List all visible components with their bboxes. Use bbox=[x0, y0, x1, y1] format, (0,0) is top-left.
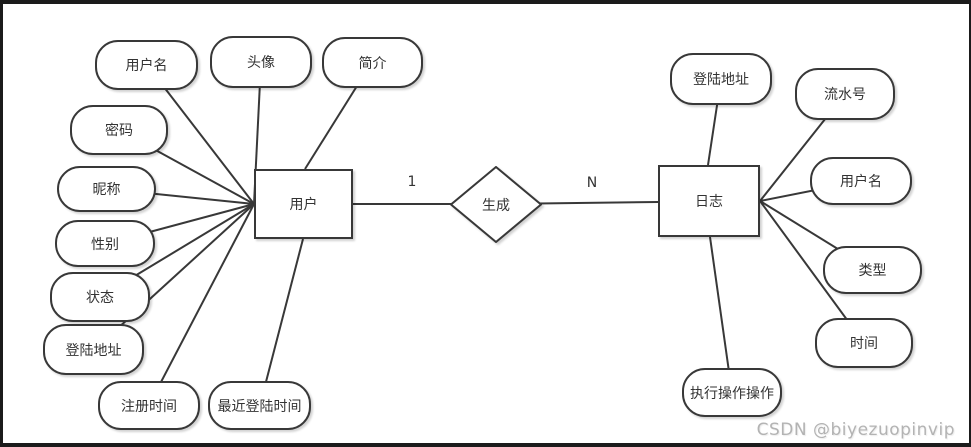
attr-user-intro: 简介 bbox=[322, 37, 423, 88]
attr-user-avatar-label: 头像 bbox=[247, 55, 275, 71]
attr-user-register-time: 注册时间 bbox=[98, 381, 200, 430]
entity-user-label: 用户 bbox=[289, 197, 318, 213]
attr-log-type-label: 类型 bbox=[858, 263, 887, 279]
attr-user-last-login-time: 最近登陆时间 bbox=[208, 381, 311, 430]
attr-log-username: 用户名 bbox=[810, 157, 912, 205]
attr-log-operation-label: 执行操作操作 bbox=[690, 385, 774, 402]
diamond-shape bbox=[450, 166, 542, 243]
attr-user-username-label: 用户名 bbox=[125, 58, 168, 74]
attr-user-status-label: 状态 bbox=[86, 290, 114, 306]
attr-log-login-address-label: 登陆地址 bbox=[693, 72, 749, 88]
attr-user-nickname-label: 昵称 bbox=[92, 182, 121, 198]
attr-user-intro-label: 简介 bbox=[358, 55, 387, 72]
edge-line bbox=[259, 238, 304, 406]
attr-log-serial-number-label: 流水号 bbox=[824, 87, 866, 103]
attr-user-login-address-label: 登陆地址 bbox=[65, 342, 122, 359]
attr-log-time: 时间 bbox=[815, 318, 913, 368]
entity-log: 日志 bbox=[658, 165, 760, 237]
attr-user-gender-label: 性别 bbox=[91, 236, 119, 253]
relation-generate-label: 生成 bbox=[482, 197, 510, 214]
edge-line bbox=[148, 203, 255, 406]
edge-line bbox=[709, 236, 733, 394]
attr-log-type: 类型 bbox=[823, 246, 922, 294]
attr-log-username-label: 用户名 bbox=[840, 174, 882, 190]
attr-user-gender: 性别 bbox=[55, 220, 155, 267]
attr-log-serial-number: 流水号 bbox=[795, 68, 895, 120]
attr-log-login-address: 登陆地址 bbox=[670, 53, 772, 105]
attr-user-last-login-time-label: 最近登陆时间 bbox=[217, 398, 302, 415]
entity-log-label: 日志 bbox=[695, 194, 723, 210]
attr-user-login-address: 登陆地址 bbox=[43, 324, 144, 375]
attr-user-username: 用户名 bbox=[95, 40, 198, 90]
attr-user-password: 密码 bbox=[70, 105, 168, 155]
cardinality-n: N bbox=[586, 175, 598, 191]
attr-user-nickname: 昵称 bbox=[57, 166, 156, 212]
attr-user-password-label: 密码 bbox=[105, 123, 133, 139]
watermark: CSDN @biyezuopinvip bbox=[756, 420, 955, 440]
attr-log-time-label: 时间 bbox=[850, 336, 878, 352]
relation-generate: 生成 bbox=[450, 166, 542, 243]
cardinality-1: 1 bbox=[407, 174, 417, 190]
attr-log-operation: 执行操作操作 bbox=[682, 368, 782, 417]
attr-user-avatar: 头像 bbox=[210, 36, 312, 88]
entity-user: 用户 bbox=[254, 169, 353, 239]
attr-user-register-time-label: 注册时间 bbox=[121, 398, 177, 415]
attr-user-status: 状态 bbox=[50, 272, 150, 322]
